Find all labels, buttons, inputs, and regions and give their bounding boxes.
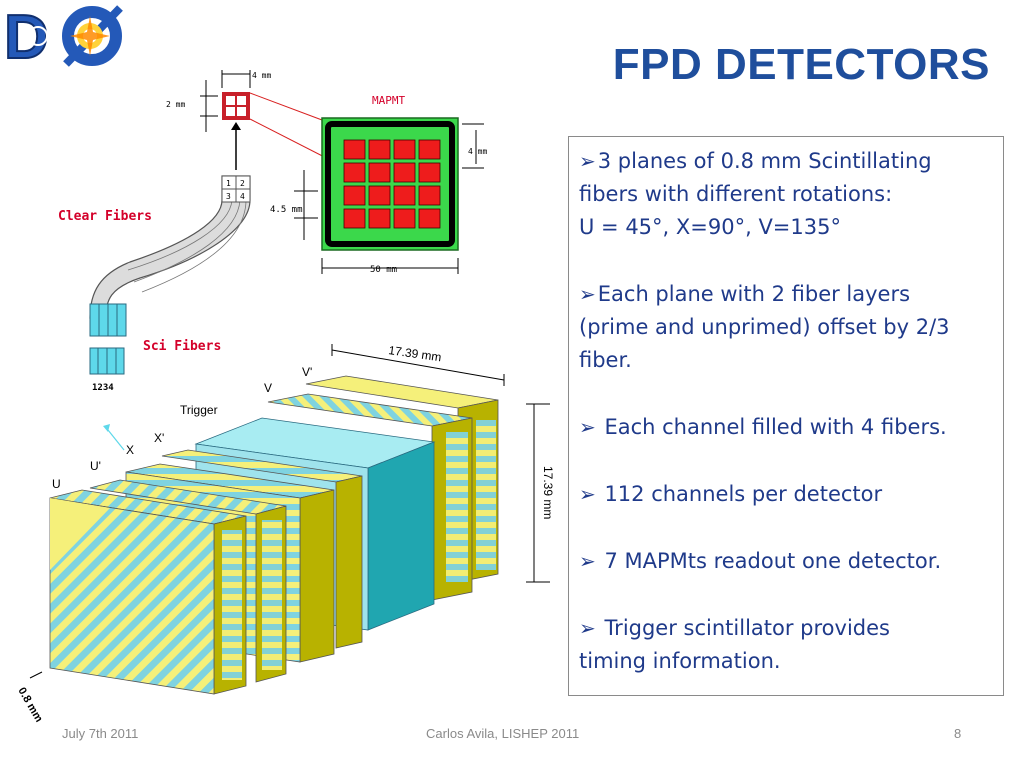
- dim-08mm-label: 0.8 mm: [15, 686, 44, 725]
- mapmt-pixel: [393, 139, 416, 160]
- bullet-item: ➢ Each channel filled with 4 fibers.: [579, 411, 999, 444]
- bullet-text-line: 7 MAPMts readout one detector.: [597, 549, 942, 573]
- mapmt-pixel: [418, 208, 441, 229]
- fiber-num-4: 4: [240, 192, 245, 201]
- bullet-text-line: fibers with different rotations:: [579, 182, 893, 206]
- dim-45mm-label: 4.5 mm: [270, 205, 303, 215]
- arrow-bullet-icon: ➢: [579, 149, 596, 173]
- arrow-bullet-icon: ➢: [579, 549, 596, 573]
- mapmt-pixel: [393, 185, 416, 206]
- plane-label-v: V: [264, 381, 272, 395]
- mapmt-pixel: [368, 208, 391, 229]
- mapmt-pixel: [418, 162, 441, 183]
- arrow-bullet-icon: ➢: [579, 282, 596, 306]
- bullet-text-line: Each channel filled with 4 fibers.: [597, 415, 947, 439]
- bullet-item: ➢ Trigger scintillator provides timing in…: [579, 612, 999, 678]
- fiber-bundle-square: [200, 70, 251, 132]
- slide-title: FPD DETECTORS: [612, 40, 990, 89]
- dim-50mm-label: 50 mm: [370, 265, 397, 275]
- footer-author: Carlos Avila, LISHEP 2011: [426, 726, 580, 741]
- fiber-num-2: 2: [240, 179, 245, 188]
- dim-4mm-top-label: 4 mm: [252, 71, 271, 80]
- bullet-item: ➢ 112 channels per detector: [579, 478, 999, 511]
- bullet-text-line: 112 channels per detector: [597, 482, 883, 506]
- bullet-item: ➢3 planes of 0.8 mm Scintillating fibers …: [579, 145, 999, 244]
- bullet-item: ➢ 7 MAPMts readout one detector.: [579, 545, 999, 578]
- bullet-text-line: timing information.: [579, 649, 781, 673]
- mapmt-pixel: [343, 162, 366, 183]
- detector-planes: [49, 375, 499, 695]
- bullet-text-line: U = 45°, X=90°, V=135°: [579, 215, 841, 239]
- bullet-text-line: Trigger scintillator provides: [597, 616, 890, 640]
- mapmt-label: MAPMT: [372, 94, 405, 107]
- sci-fibers-label: Sci Fibers: [143, 339, 221, 354]
- mapmt-pixel: [368, 185, 391, 206]
- clear-fibers-ribbon: [89, 175, 251, 337]
- fiber-num-1: 1: [226, 179, 231, 188]
- fiber-num-3: 3: [226, 192, 231, 201]
- bullet-text-line: fiber.: [579, 348, 632, 372]
- plane-label-x: X: [126, 443, 134, 457]
- footer-page-number: 8: [954, 726, 962, 741]
- mapmt-pixel: [418, 185, 441, 206]
- d0-logo: D: [2, 2, 132, 73]
- plane-label-x-prime: X': [154, 431, 164, 445]
- arrow-bullet-icon: ➢: [579, 616, 596, 640]
- svg-text:D: D: [4, 3, 49, 70]
- sci-fibers: [89, 347, 125, 451]
- plane-label-u: U: [52, 477, 61, 491]
- mapmt-diagram: [294, 117, 484, 274]
- mapmt-pixel: [343, 139, 366, 160]
- mapmt-pixel: [393, 162, 416, 183]
- dim-2mm-label: 2 mm: [166, 100, 185, 109]
- plane-label-u-prime: U': [90, 459, 101, 473]
- fpd-detector-diagram: 4 mm 2 mm: [0, 60, 570, 768]
- bullet-text-line: 3 planes of 0.8 mm Scintillating: [597, 149, 932, 173]
- plane-label-v-prime: V': [302, 365, 312, 379]
- mapmt-pixel: [393, 208, 416, 229]
- clear-fibers-label: Clear Fibers: [58, 209, 152, 224]
- mapmt-pixel: [343, 208, 366, 229]
- mapmt-pixel: [368, 162, 391, 183]
- plane-label-trigger: Trigger: [180, 403, 218, 417]
- bullet-text-line: (prime and unprimed) offset by 2/3: [579, 315, 950, 339]
- dim-1739-side-label: 17.39 mm: [541, 466, 555, 519]
- arrow-bullet-icon: ➢: [579, 415, 596, 439]
- fiber-numbers-bottom: 1234: [92, 383, 114, 393]
- footer-date: July 7th 2011: [62, 726, 139, 741]
- arrow-bullet-icon: ➢: [579, 482, 596, 506]
- mapmt-pixel: [343, 185, 366, 206]
- mapmt-pixel: [418, 139, 441, 160]
- mapmt-pixel: [368, 139, 391, 160]
- dim-4mm-right-label: 4 mm: [468, 147, 487, 156]
- bullet-item: ➢Each plane with 2 fiber layers (prime an…: [579, 278, 999, 377]
- bullet-text-line: Each plane with 2 fiber layers: [597, 282, 911, 306]
